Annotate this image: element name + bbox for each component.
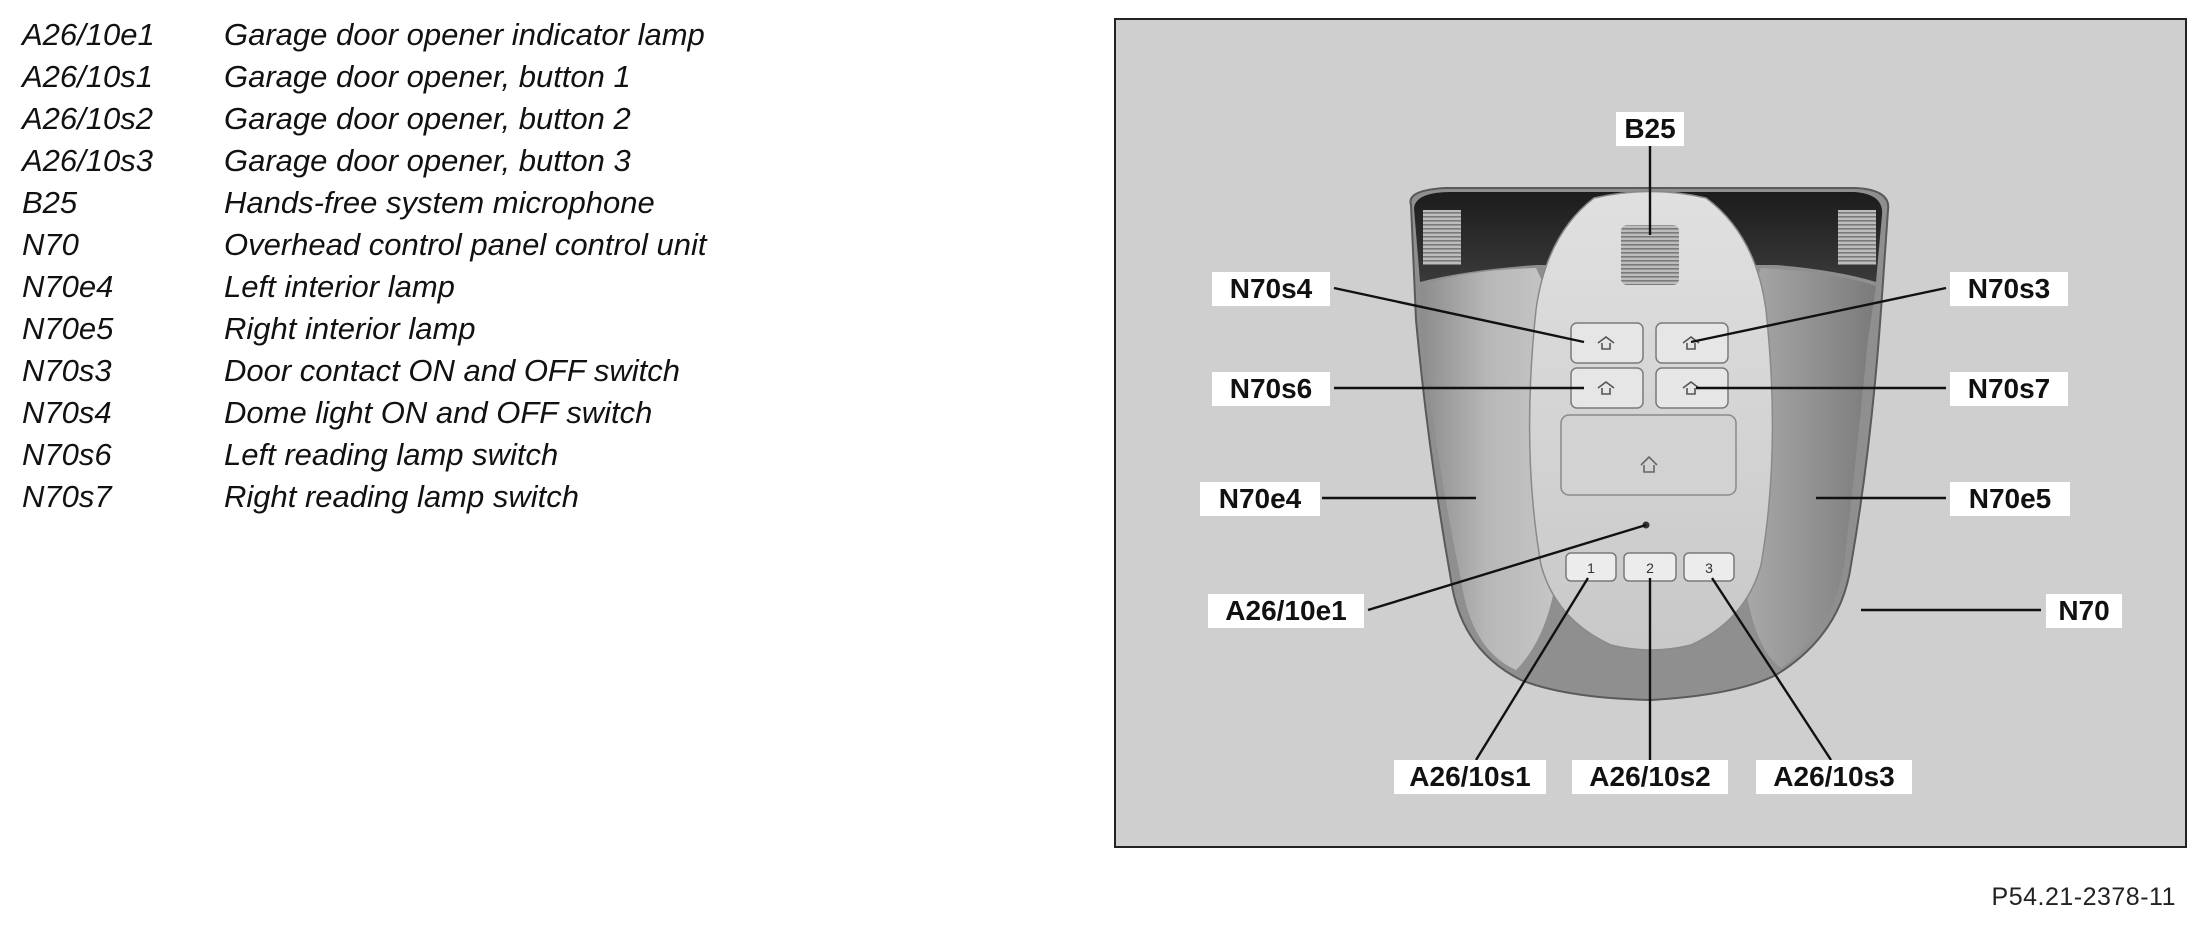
garage-button-1-number: 1 — [1587, 560, 1595, 576]
legend-code: N70s4 — [22, 395, 112, 430]
legend-description: Garage door opener, button 3 — [224, 143, 631, 178]
center-dome-button — [1560, 414, 1737, 496]
left-grille — [1423, 210, 1461, 265]
legend-row: A26/10s1 Garage door opener, button 1 — [22, 56, 1082, 98]
legend-row: A26/10s3 Garage door opener, button 3 — [22, 140, 1082, 182]
switch-n70s4 — [1570, 322, 1644, 364]
legend-code: A26/10s2 — [22, 101, 153, 136]
legend-code: A26/10s3 — [22, 143, 153, 178]
panel-figure: 1 2 3 B25 N70s4 N70s3 N70s6 N70s7 — [1114, 18, 2187, 848]
figure-id: P54.21-2378-11 — [1991, 883, 2176, 911]
legend-code: N70 — [22, 227, 79, 262]
microphone-grille — [1621, 225, 1679, 285]
legend-description: Dome light ON and OFF switch — [224, 395, 653, 430]
legend-code: N70e5 — [22, 311, 114, 346]
garage-button-1 — [1565, 552, 1617, 582]
callout-b25: B25 — [1624, 113, 1675, 144]
legend-code: A26/10s1 — [22, 59, 153, 94]
legend-code: B25 — [22, 185, 78, 220]
legend-row: N70e5 Right interior lamp — [22, 308, 1082, 350]
legend-table: A26/10e1 Garage door opener indicator lam… — [22, 14, 1082, 518]
legend-description: Garage door opener, button 2 — [224, 101, 631, 136]
legend-code: N70s3 — [22, 353, 112, 388]
left-lens — [1421, 268, 1556, 670]
right-grille — [1838, 210, 1876, 265]
legend-row: N70e4 Left interior lamp — [22, 266, 1082, 308]
callout-a26-10s3: A26/10s3 — [1773, 761, 1894, 792]
garage-button-2-number: 2 — [1646, 560, 1654, 576]
legend-description: Garage door opener indicator lamp — [224, 17, 705, 52]
callout-n70: N70 — [2058, 595, 2109, 626]
callout-n70e5: N70e5 — [1969, 483, 2052, 514]
callout-a26-10s1: A26/10s1 — [1409, 761, 1530, 792]
right-lens — [1746, 268, 1876, 668]
legend-row: B25 Hands-free system microphone — [22, 182, 1082, 224]
callout-a26-10s2: A26/10s2 — [1589, 761, 1710, 792]
legend-row: N70s3 Door contact ON and OFF switch — [22, 350, 1082, 392]
legend-description: Left reading lamp switch — [224, 437, 559, 472]
legend-description: Door contact ON and OFF switch — [224, 353, 680, 388]
legend-code: N70s7 — [22, 479, 112, 514]
legend-row: N70s6 Left reading lamp switch — [22, 434, 1082, 476]
legend-row: N70s4 Dome light ON and OFF switch — [22, 392, 1082, 434]
legend-row: A26/10s2 Garage door opener, button 2 — [22, 98, 1082, 140]
legend-row: N70s7 Right reading lamp switch — [22, 476, 1082, 518]
legend-row: N70 Overhead control panel control unit — [22, 224, 1082, 266]
center-dome-glyph — [1640, 455, 1658, 473]
legend-description: Overhead control panel control unit — [224, 227, 707, 262]
legend-row: A26/10e1 Garage door opener indicator lam… — [22, 14, 1082, 56]
legend-description: Garage door opener, button 1 — [224, 59, 631, 94]
callout-n70e4: N70e4 — [1219, 483, 1302, 514]
callout-lines — [1322, 142, 2041, 761]
callout-n70s7: N70s7 — [1968, 373, 2051, 404]
legend-code: N70e4 — [22, 269, 114, 304]
legend-description: Right reading lamp switch — [224, 479, 579, 514]
callout-a26-10e1: A26/10e1 — [1225, 595, 1346, 626]
legend-code: N70s6 — [22, 437, 112, 472]
callout-n70s4: N70s4 — [1230, 273, 1313, 304]
panel-photo: 1 2 3 B25 N70s4 N70s3 N70s6 N70s7 — [1116, 20, 2185, 846]
callout-n70s3: N70s3 — [1968, 273, 2051, 304]
legend-code: A26/10e1 — [22, 17, 155, 52]
garage-button-3 — [1683, 552, 1735, 582]
legend-description: Left interior lamp — [224, 269, 455, 304]
garage-button-3-number: 3 — [1705, 560, 1713, 576]
callout-n70s6: N70s6 — [1230, 373, 1313, 404]
legend-description: Hands-free system microphone — [224, 185, 655, 220]
legend-description: Right interior lamp — [224, 311, 476, 346]
